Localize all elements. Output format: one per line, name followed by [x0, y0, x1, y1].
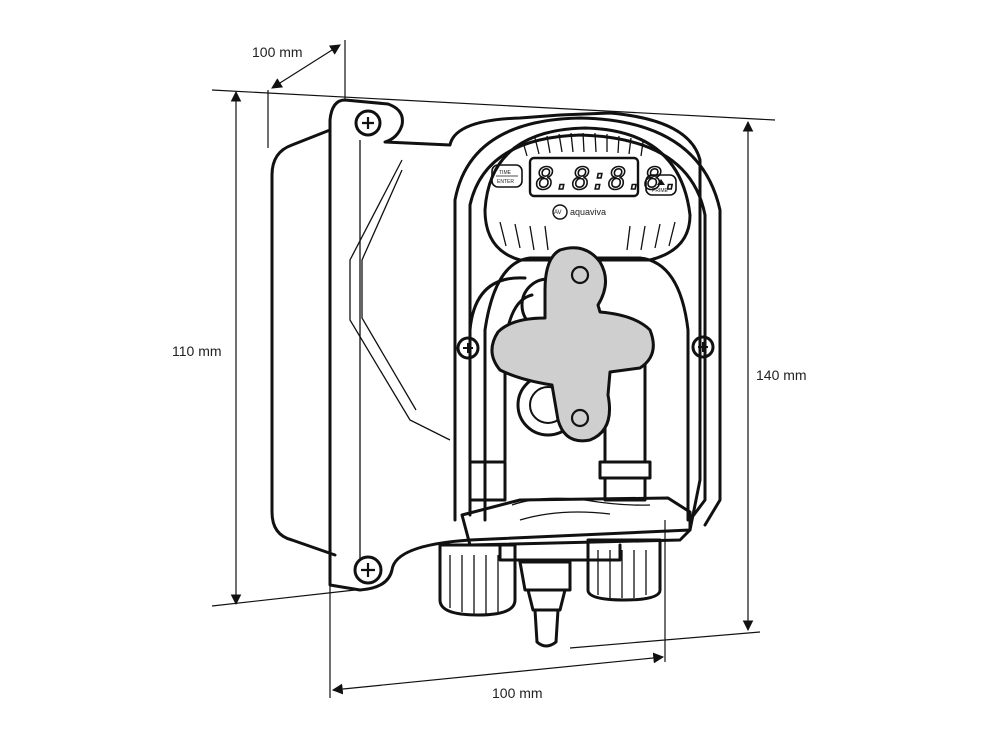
front-height-dimension-label: 140 mm — [756, 367, 807, 383]
rotor-hole-top — [570, 265, 590, 285]
rotor-hole-bottom — [570, 408, 590, 428]
outlet-fitting — [586, 538, 662, 602]
peristaltic-head — [468, 246, 690, 522]
housing-front-plate — [328, 98, 702, 592]
drain-nozzle — [518, 560, 572, 648]
vent-slots-bottom — [499, 221, 676, 251]
brand-mark: AV — [554, 210, 562, 216]
housing-side-panel — [270, 128, 337, 557]
pump-housing — [270, 98, 702, 592]
screw-bottom-left — [353, 555, 383, 585]
depth-dimension-label: 100 mm — [252, 44, 303, 60]
inlet-fitting — [438, 543, 517, 617]
screw-ring-left — [456, 336, 480, 360]
time-button-label: TIME — [499, 170, 512, 176]
dimension-lines: 100 mm 110 mm 140 mm 100 mm — [172, 40, 807, 701]
manifold-body — [498, 543, 622, 562]
screw-ring-right — [691, 335, 715, 359]
display-readout: 8.8:8.8. — [536, 162, 681, 197]
pump-head-cover — [453, 116, 722, 527]
enter-button-label: ENTER — [497, 179, 514, 185]
screw-top-left — [354, 109, 382, 137]
brand-logo: AV aquaviva — [552, 204, 606, 220]
back-height-dimension-label: 110 mm — [172, 343, 222, 359]
base-connectors — [438, 496, 692, 648]
prime-button-label: PRIME — [652, 188, 669, 194]
depth-dimension-line — [271, 44, 341, 89]
control-panel: 8.8:8.8. TIME ENTER PRIME AV aquaviva — [483, 126, 692, 262]
digital-display — [528, 156, 640, 198]
vent-slots-top — [522, 132, 644, 157]
rotor — [490, 246, 655, 443]
width-dimension-line — [331, 652, 665, 695]
tube-left — [468, 276, 527, 462]
brand-name: aquaviva — [570, 207, 606, 217]
up-arrow-icon — [657, 179, 665, 185]
width-dimension-label: 100 mm — [492, 685, 543, 701]
time-enter-button[interactable]: TIME ENTER — [491, 164, 523, 188]
prime-button[interactable]: PRIME — [645, 174, 677, 196]
